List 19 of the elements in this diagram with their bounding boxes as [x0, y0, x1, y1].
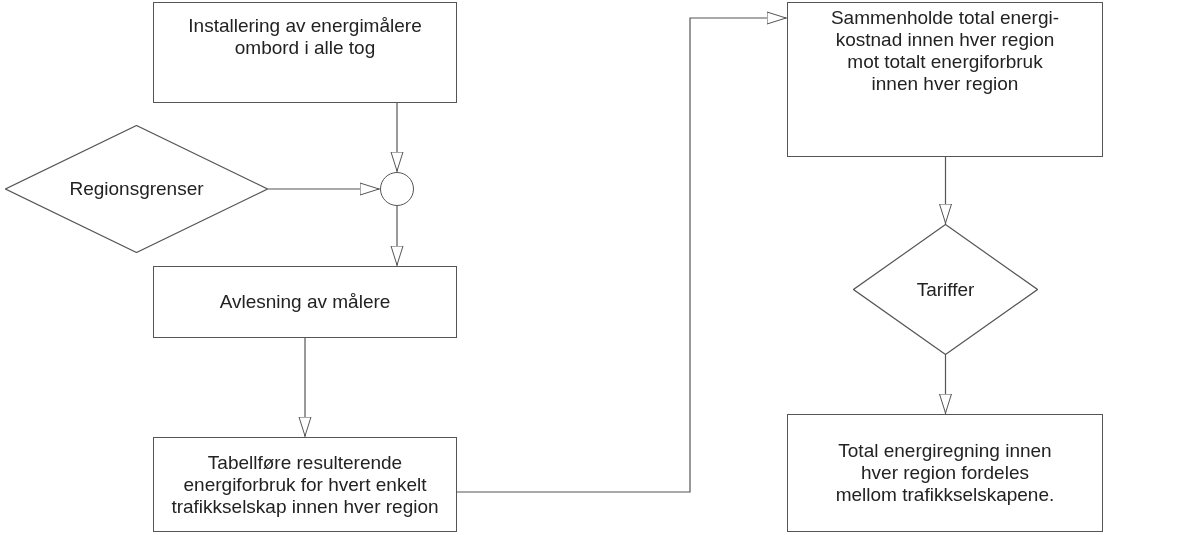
- process-box: [153, 2, 457, 103]
- box-text: Total energiregning innen hver region fordeles mellom trafikkselskapene.: [834, 440, 1056, 506]
- arrow: [939, 156, 952, 225]
- arrow: [939, 354, 952, 415]
- box-text: Avlesning av målere: [219, 291, 391, 313]
- arrow: [267, 182, 381, 196]
- arrow: [298, 337, 312, 438]
- arrow: [456, 11, 788, 493]
- box-text: Sammenholde total energi- kostnad innen hver region mot totalt energiforbruk innen hver region: [829, 7, 1061, 95]
- diamond-label: Regionsgrenser: [69, 178, 204, 200]
- process-box: [787, 2, 1103, 157]
- process-box: [787, 414, 1103, 532]
- arrow: [390, 205, 404, 267]
- process-box: [153, 437, 457, 532]
- box-text: Installering av energimålere ombord i alle tog: [187, 15, 423, 59]
- arrow: [390, 102, 404, 173]
- process-box: [153, 266, 457, 338]
- diamond-label: Tariffer: [916, 278, 975, 301]
- box-text: Tabellføre resulterende energiforbruk for hvert enkelt trafikkselskap innen hver region: [170, 451, 440, 518]
